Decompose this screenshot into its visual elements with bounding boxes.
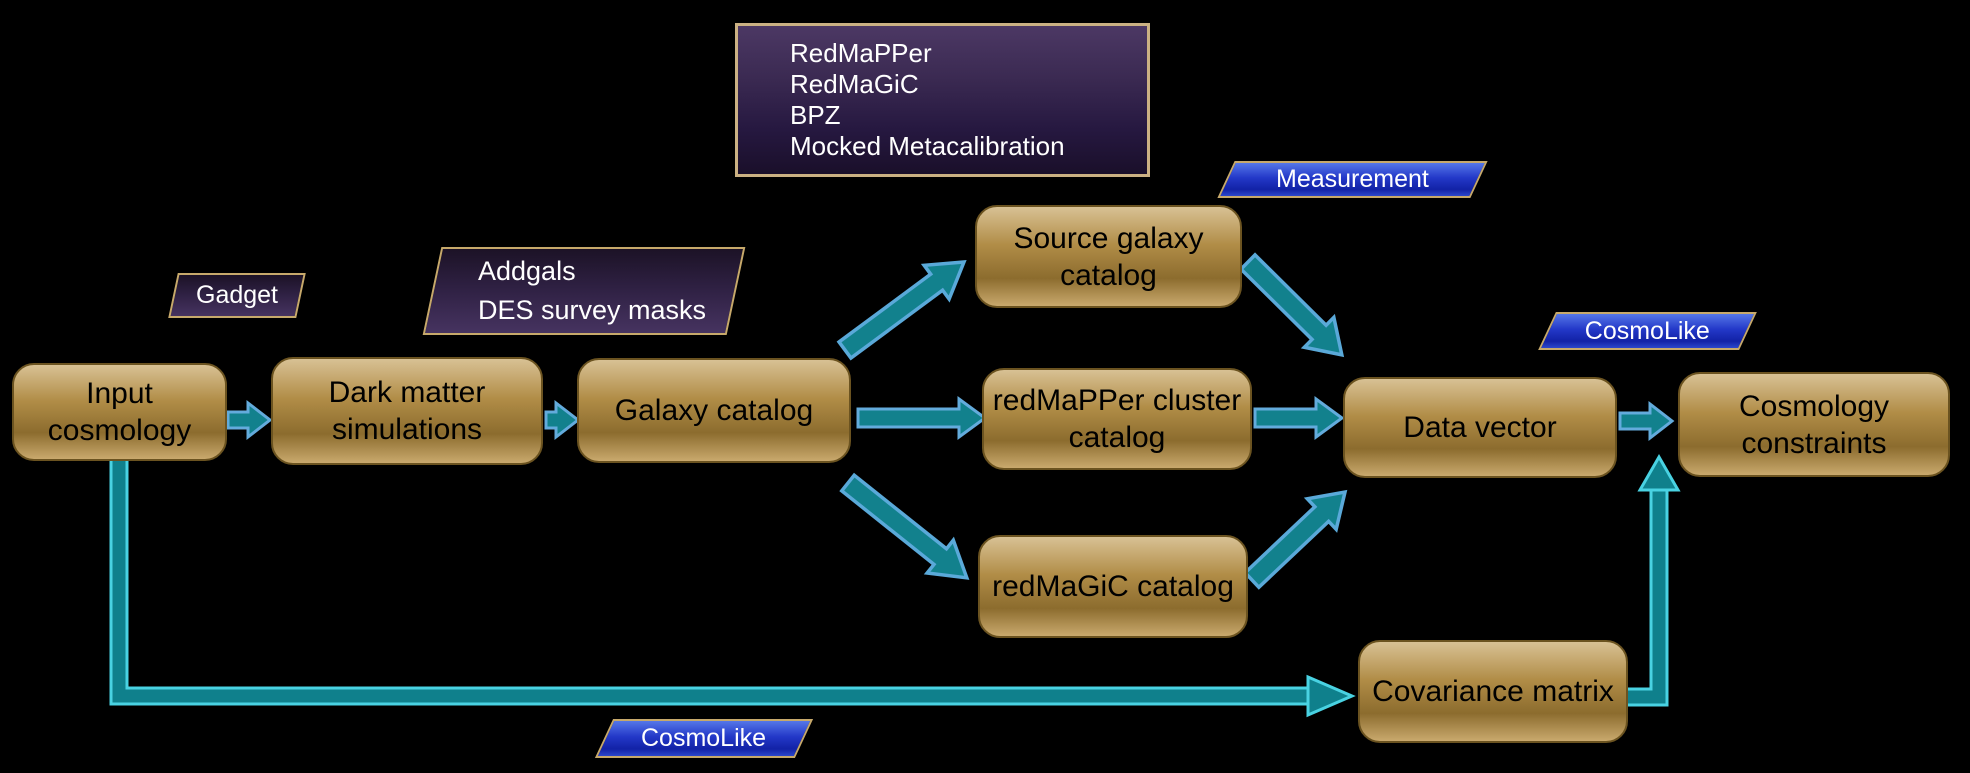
tools-box-line: RedMaPPer <box>790 38 932 68</box>
label-cosmolike-top: CosmoLike <box>1538 312 1757 350</box>
node-dark-matter-simulations: Dark matter simulations <box>271 357 543 465</box>
arrow-galaxy-to-source <box>836 259 967 361</box>
arrow-galaxy-to-redmapper <box>856 396 988 440</box>
tools-box-line: BPZ <box>790 100 841 130</box>
arrow-covariance-to-constraints-head <box>1637 453 1681 492</box>
arrow-input-to-covariance-head <box>1306 674 1356 718</box>
label-gadget-text: Gadget <box>195 281 278 309</box>
arrow-datavector-to-constraints <box>1618 400 1675 442</box>
tools-box-line: RedMaGiC <box>790 69 919 99</box>
node-redmapper-cluster-catalog: redMaPPer cluster catalog <box>982 368 1252 470</box>
label-measurement: Measurement <box>1217 161 1488 198</box>
node-galaxy-catalog: Galaxy catalog <box>577 358 851 463</box>
label-addgals-line1: Addgals <box>478 256 576 286</box>
node-source-galaxy-catalog: Source galaxy catalog <box>975 205 1242 308</box>
node-cosmology-constraints: Cosmology constraints <box>1678 372 1950 477</box>
node-covariance-matrix: Covariance matrix <box>1358 640 1628 743</box>
label-cosmolike-bottom: CosmoLike <box>594 719 814 758</box>
label-addgals-line2: DES survey masks <box>478 295 707 325</box>
tools-box-line: Mocked Metacalibration <box>790 131 1065 161</box>
node-redmagic-catalog: redMaGiC catalog <box>978 535 1248 638</box>
arrow-darkmatter-to-galaxy <box>544 399 581 441</box>
node-data-vector: Data vector <box>1343 377 1617 478</box>
arrow-galaxy-to-redmagic <box>839 472 970 580</box>
node-input-cosmology: Input cosmology <box>12 363 227 461</box>
label-measurement-text: Measurement <box>1276 165 1429 193</box>
label-gadget: Gadget <box>168 273 306 318</box>
arrow-input-to-darkmatter <box>226 399 273 441</box>
arrow-redmagic-to-datavector <box>1242 489 1348 590</box>
arrow-source-to-datavector <box>1238 252 1345 358</box>
label-cosmolike-top-text: CosmoLike <box>1584 316 1711 345</box>
mock-tools-box: RedMaPPer RedMaGiC BPZ Mocked Metacalibr… <box>735 23 1150 177</box>
label-cosmolike-bottom-text: CosmoLike <box>641 724 767 752</box>
arrow-redmapper-to-datavector <box>1253 396 1345 440</box>
label-addgals-des-masks: Addgals DES survey masks <box>422 247 746 335</box>
